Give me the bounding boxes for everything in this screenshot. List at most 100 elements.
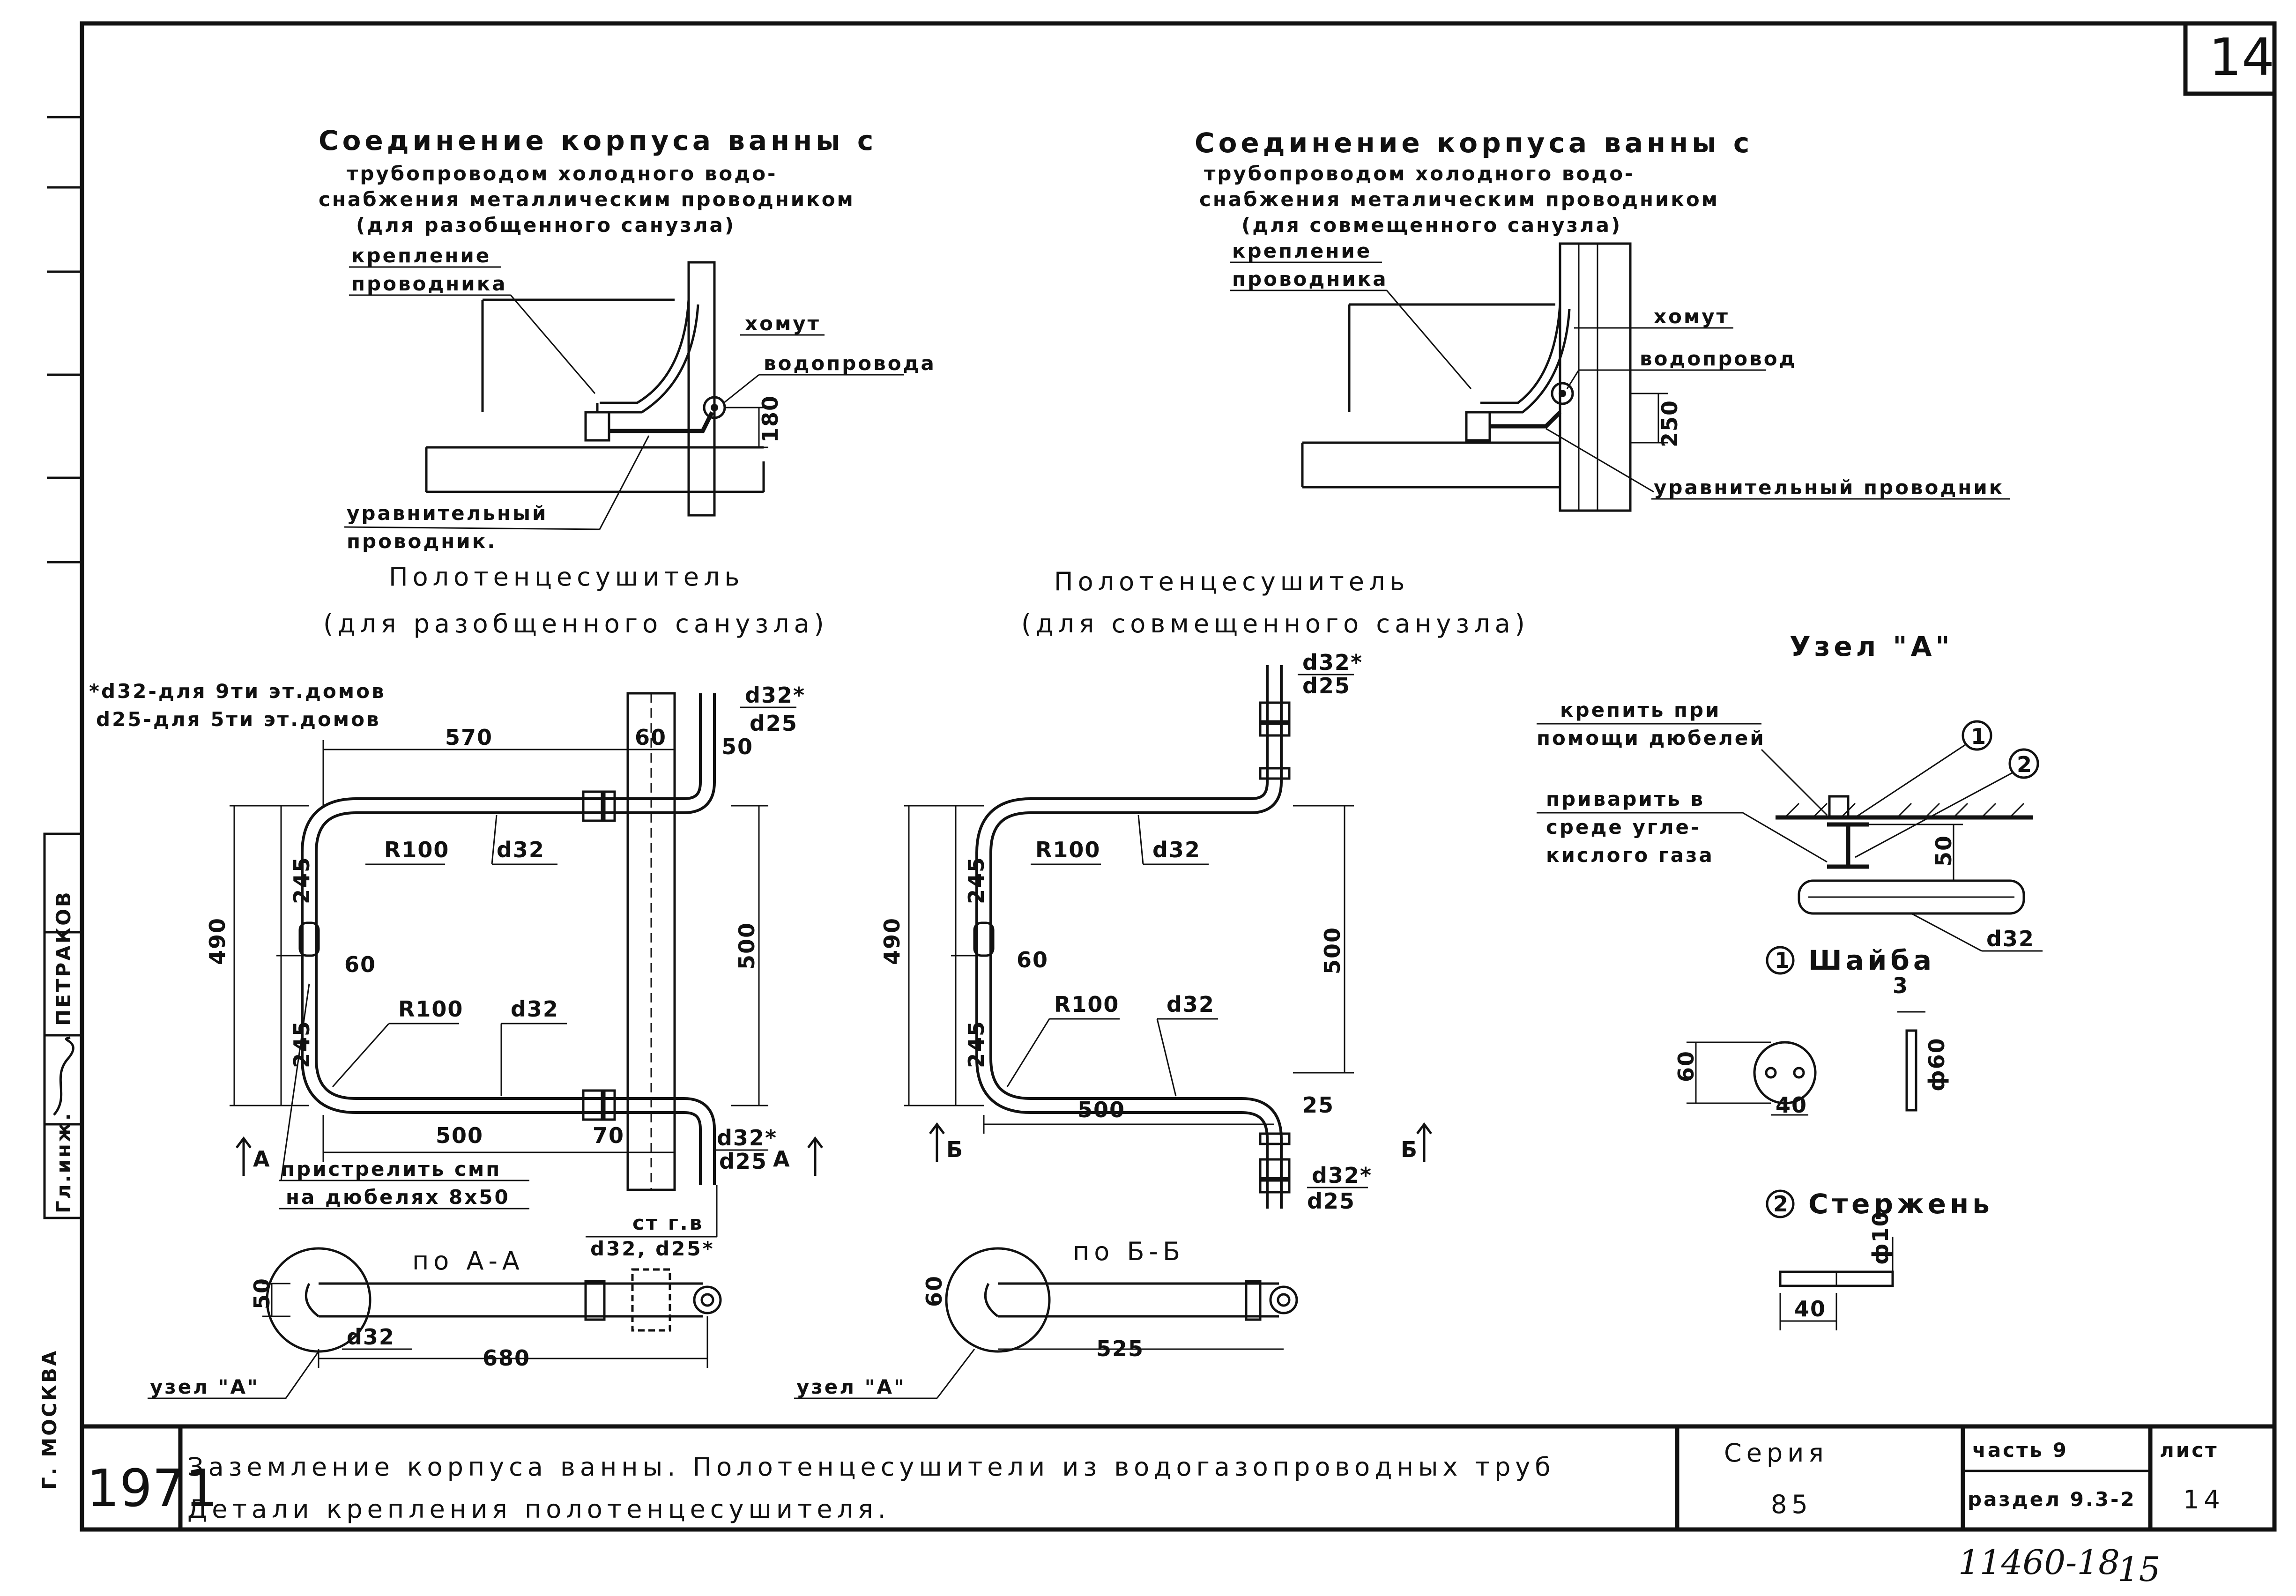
dryer1-dim-500-v: 500 bbox=[734, 922, 759, 970]
detail2-clamp: хомут bbox=[1654, 305, 1730, 328]
section-a-680: 680 bbox=[483, 1345, 530, 1371]
dryer1-dim-60-side: 60 bbox=[344, 952, 376, 977]
dryer1-pipe-label-1: ст г.в bbox=[632, 1211, 704, 1234]
series-label: Серия bbox=[1724, 1438, 1828, 1468]
equalizing-conductor bbox=[609, 411, 714, 433]
dryer1-section-mark-2: А bbox=[773, 1146, 791, 1172]
dryer1-note-2: d25-для 5ти эт.домов bbox=[96, 708, 381, 731]
dryer1-title-1: Полотенцесушитель bbox=[389, 562, 744, 592]
dryer1-node-label: узел "А" bbox=[150, 1375, 260, 1398]
node-a-fix-2: помощи дюбелей bbox=[1537, 727, 1766, 750]
margin-role: Гл.инж. bbox=[52, 1111, 75, 1213]
callout-2: 2 bbox=[2017, 752, 2033, 777]
sheet-value: 14 bbox=[2183, 1485, 2225, 1514]
coupling-icon bbox=[582, 790, 603, 822]
title-block: 1971 Заземление корпуса ванны. Полотенце… bbox=[82, 1424, 2274, 1529]
washer-dim-d60: ф60 bbox=[1924, 1037, 1949, 1091]
bolt-icon-2 bbox=[1465, 411, 1491, 442]
node-a-weld-2: среде угле- bbox=[1546, 816, 1701, 839]
node-a-dim-50: 50 bbox=[1931, 835, 1956, 867]
dryer1-d25-low: d25 bbox=[719, 1149, 767, 1174]
dryer2-dim-490: 490 bbox=[879, 917, 905, 965]
dryer2-d32-bottom: d32 bbox=[1167, 992, 1215, 1017]
dryer1-dim-245-bottom: 245 bbox=[289, 1020, 314, 1068]
bath-outline-2 bbox=[1348, 303, 1555, 412]
dryer1-dim-245-top: 245 bbox=[289, 856, 314, 904]
detail2-dim: 250 bbox=[1657, 400, 1682, 447]
dryer1-r-top: R100 bbox=[384, 837, 449, 862]
clamp-icon-2 bbox=[1551, 382, 1574, 405]
section-a-d32: d32 bbox=[347, 1324, 395, 1350]
margin-city: Г. МОСКВА bbox=[38, 1349, 61, 1490]
dryer1-section-title: по А-А bbox=[412, 1246, 524, 1276]
title-year: 1971 bbox=[87, 1458, 218, 1518]
bolt-icon bbox=[584, 411, 610, 442]
dryer1-d32-bottom: d32 bbox=[511, 996, 559, 1022]
dryer1-dim-500-h: 500 bbox=[436, 1123, 483, 1148]
rod-dim-40: 40 bbox=[1794, 1296, 1826, 1321]
dryer2-section-title: по Б-Б bbox=[1073, 1237, 1185, 1266]
signature-mark bbox=[53, 1036, 74, 1116]
detail2-fastening-1: крепление bbox=[1232, 239, 1372, 262]
dryer2-d32-top: d32 bbox=[1152, 837, 1201, 862]
grounding-detail-combined: Соединение корпуса ванны с трубопроводом… bbox=[1195, 127, 2010, 512]
dryer1-dim-70: 70 bbox=[593, 1123, 624, 1148]
dryer2-section-mark-2: Б bbox=[1401, 1137, 1418, 1162]
detail2-water: водопровод bbox=[1640, 347, 1797, 370]
dryer1-r-bottom: R100 bbox=[398, 996, 463, 1022]
dryer2-d32-star: d32* bbox=[1302, 650, 1363, 675]
towel-dryer-separate: Полотенцесушитель (для разобщенного сану… bbox=[89, 562, 829, 1399]
detail1-clamp: хомут bbox=[745, 312, 821, 335]
callout-2-icon bbox=[2008, 748, 2039, 779]
detail1-fastening-2: проводника bbox=[351, 272, 507, 295]
node-a-weld-3: кислого газа bbox=[1546, 844, 1714, 867]
sheet-label: лист bbox=[2160, 1439, 2218, 1462]
detail1-title-2: трубопроводом холодного водо- bbox=[347, 162, 777, 185]
dryer2-node-label: узел "А" bbox=[796, 1375, 906, 1398]
washer-callout: 1 bbox=[1775, 948, 1791, 973]
detail1-title-4: (для разобщенного санузла) bbox=[356, 214, 736, 237]
dryer1-dim-570: 570 bbox=[445, 725, 493, 750]
detail2-title-3: снабжения металическим проводником bbox=[1199, 188, 1719, 211]
dryer1-d25: d25 bbox=[750, 711, 798, 736]
page-total: 15 bbox=[2118, 1550, 2161, 1589]
rod-callout: 2 bbox=[1773, 1191, 1789, 1217]
dryer1-title-2: (для разобщенного санузла) bbox=[323, 609, 829, 638]
rod-dim-d10: ф10 bbox=[1868, 1210, 1893, 1265]
node-a-d32: d32 bbox=[1986, 926, 2035, 951]
dryer2-d32-star-low: d32* bbox=[1312, 1163, 1372, 1188]
detail2-title-4: (для совмещенного санузла) bbox=[1241, 214, 1622, 237]
washer-icon bbox=[1753, 1041, 1817, 1105]
dryer2-r-bottom: R100 bbox=[1054, 992, 1119, 1017]
rod-bracket bbox=[1827, 822, 1869, 869]
dryer1-dim-60: 60 bbox=[635, 725, 667, 750]
section-pipe bbox=[319, 1282, 703, 1318]
dryer2-dim-500-h: 500 bbox=[1077, 1097, 1125, 1122]
dryer1-d32-star: d32* bbox=[745, 683, 805, 708]
node-a-title: Узел "А" bbox=[1790, 631, 1954, 662]
bath-outline bbox=[481, 298, 675, 412]
doc-code: 11460-18 bbox=[1958, 1543, 2120, 1582]
detail2-title-2: трубопроводом холодного водо- bbox=[1204, 162, 1635, 185]
dryer2-dim-25: 25 bbox=[1302, 1092, 1334, 1118]
dryer2-d25-low: d25 bbox=[1307, 1188, 1355, 1214]
dryer1-dim-490: 490 bbox=[205, 917, 230, 965]
dryer1-dim-50: 50 bbox=[721, 734, 753, 759]
detail2-fastening-2: проводника bbox=[1232, 267, 1388, 290]
detail1-dim: 180 bbox=[758, 395, 783, 443]
floor-slab-2 bbox=[1301, 441, 1560, 489]
dryer2-dim-60-side: 60 bbox=[1017, 947, 1048, 972]
detail2-title-1: Соединение корпуса ванны с bbox=[1195, 127, 1753, 159]
dryer1-d32-top: d32 bbox=[497, 837, 545, 862]
riser-pipe bbox=[687, 261, 716, 517]
dryer2-title-2: (для совмещенного санузла) bbox=[1021, 609, 1530, 638]
detail1-equal-1: уравнительный bbox=[347, 502, 548, 525]
part-label: часть 9 bbox=[1972, 1439, 2068, 1462]
dryer2-title-1: Полотенцесушитель bbox=[1054, 567, 1409, 596]
node-a-circle-2 bbox=[945, 1247, 1051, 1353]
title-line-2: Детали крепления полотенцесушителя. bbox=[187, 1494, 891, 1524]
washer-dim-40: 40 bbox=[1776, 1092, 1807, 1118]
node-a-weld-1: приварить в bbox=[1546, 787, 1705, 810]
